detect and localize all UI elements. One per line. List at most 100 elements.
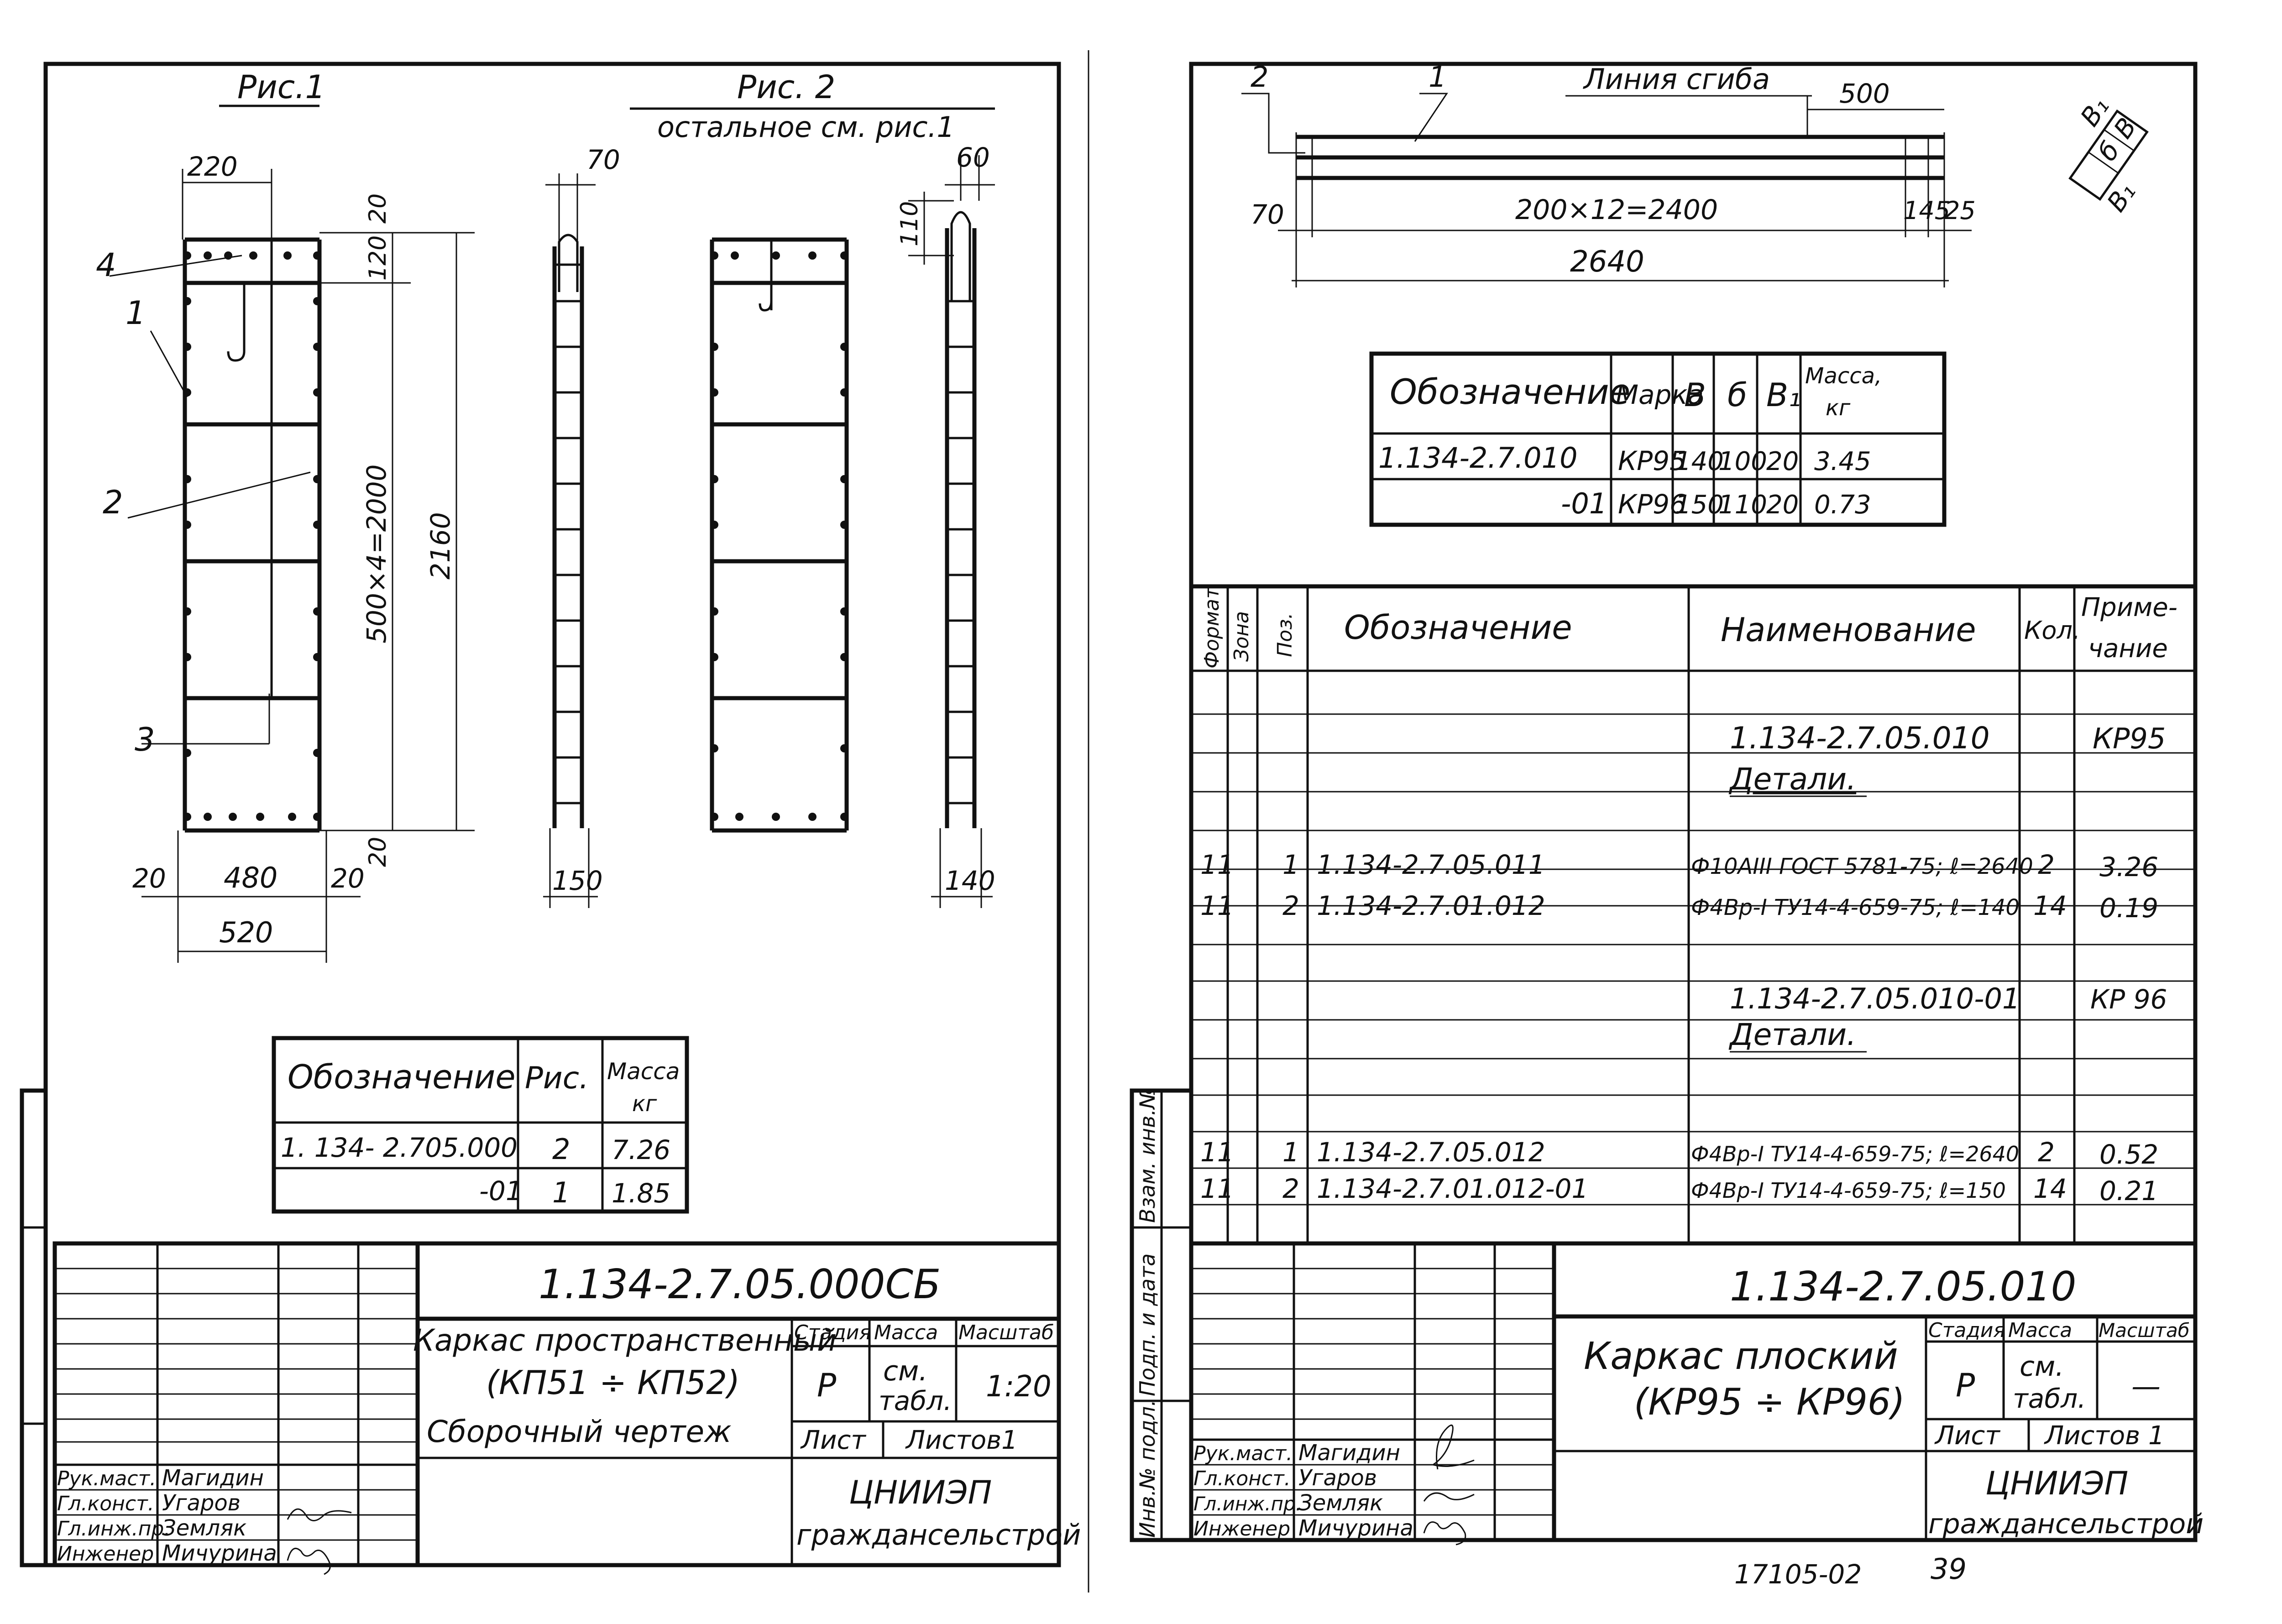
right-sheet-border: [1189, 62, 2198, 1542]
mass-table-row2-code: -01: [479, 1175, 523, 1206]
left-name-2: Угаров: [162, 1490, 241, 1516]
right-sheets-label: Листов 1: [2044, 1421, 2165, 1451]
spec-row8-note: 0.21: [2099, 1175, 2158, 1206]
bend-line-label: Линия сгиба: [1583, 63, 1770, 96]
footer-code: 17105-02: [1734, 1559, 1862, 1590]
mark-table-row2-B: 150: [1675, 490, 1724, 520]
spec-row7-pos: 1: [1282, 1137, 1299, 1168]
spec-row1-name: 1.134-2.7.05.010: [1730, 721, 1990, 756]
dim-20-right: 20: [331, 863, 365, 894]
left-name-4: Мичурина: [162, 1540, 277, 1566]
callout-2: 2: [103, 484, 123, 521]
mark-table-row1-mass: 3.45: [1814, 447, 1871, 476]
right-role-2: Гл.конст.: [1193, 1467, 1291, 1490]
fig2-note: остальное см. рис.1: [657, 110, 955, 144]
left-name-line3: Сборочный чертеж: [427, 1414, 732, 1449]
right-title-block: 1.134-2.7.05.010 Каркас плоский (КР95 ÷ …: [1191, 1241, 2203, 1546]
fig2-cage-drawing: [710, 237, 849, 833]
left-signature-2: [287, 1547, 331, 1575]
callout-3: 3: [135, 721, 155, 758]
right-role-1: Рук.маст.: [1193, 1442, 1293, 1465]
spec-row8-name: Ф4Вр-I ТУ14-4-659-75; ℓ=150: [1691, 1178, 2006, 1203]
fig2-title: Рис. 2: [737, 68, 835, 106]
right-stage-label: Стадия: [1928, 1319, 2005, 1342]
spec-header-designation: Обозначение: [1344, 608, 1572, 647]
dim-110: 110: [896, 201, 923, 246]
spec-row8-designation: 1.134-2.7.01.012-01: [1317, 1173, 1588, 1204]
dim-150: 150: [552, 865, 603, 896]
bar-dim-25: 25: [1944, 196, 1976, 225]
spec-row3-designation: 1.134-2.7.05.011: [1317, 849, 1545, 880]
bar-callout-2: 2: [1251, 60, 1268, 94]
right-signature-1: [1431, 1424, 1475, 1470]
spec-row3-note: 3.26: [2099, 851, 2158, 882]
mark-table-row2-mark: КР96: [1618, 489, 1686, 520]
right-name-line1: Каркас плоский: [1584, 1335, 1898, 1378]
right-mass-label: Масса: [2008, 1319, 2072, 1342]
spec-row2-name: Детали.: [1728, 762, 1856, 797]
spec-row4-note: 0.19: [2099, 893, 2158, 924]
left-signature-1: [287, 1508, 352, 1521]
spec-row: 1.134-2.7.05.010-01 КР 96: [1730, 982, 2167, 1015]
left-stage-label: Стадия: [794, 1321, 871, 1344]
left-org-2: граждансельстрой: [796, 1518, 1081, 1551]
left-scale-value: 1:20: [986, 1370, 1052, 1404]
right-name-line2: (КР95 ÷ КР96): [1634, 1381, 1905, 1423]
spec-row8-pos: 2: [1282, 1173, 1299, 1204]
right-name-2: Угаров: [1298, 1465, 1377, 1491]
dim-70: 70: [586, 144, 620, 175]
spec-header-format: Формат: [1200, 586, 1224, 668]
left-role-4: Инженер: [57, 1542, 154, 1566]
page-number: 39: [1931, 1552, 1967, 1586]
spec-row3-format: 11: [1200, 849, 1234, 880]
dim-20-top: 20: [364, 193, 392, 224]
mark-table-row2-B1: 20: [1766, 490, 1799, 520]
left-role-2: Гл.конст.: [57, 1492, 154, 1515]
spec-row: 11 1 1.134-2.7.05.011 Ф10АIII ГОСТ 5781-…: [1200, 849, 2158, 882]
mass-table-header-fig: Рис.: [525, 1060, 589, 1096]
mark-table-header-kg: кг: [1826, 395, 1851, 421]
left-mass-value-2: табл.: [879, 1385, 952, 1416]
mass-table-row2-mass: 1.85: [612, 1178, 670, 1209]
right-mass-value-2: табл.: [2013, 1383, 2086, 1414]
left-mass-table: Обозначение Рис. Масса кг 1. 134- 2.705.…: [272, 1036, 689, 1214]
spec-row6-name: Детали.: [1728, 1017, 1856, 1052]
section-detail: В₁ б В В₁: [2068, 92, 2149, 217]
dim-520: 520: [219, 916, 273, 949]
spec-row3-qty: 2: [2038, 849, 2055, 880]
dim-480: 480: [224, 861, 277, 894]
spec-row3-name: Ф10АIII ГОСТ 5781-75; ℓ=2640: [1691, 854, 2033, 879]
callout-1: 1: [126, 294, 146, 332]
right-mass-value-1: см.: [2020, 1351, 2064, 1383]
left-scale-label: Масштаб: [958, 1321, 1054, 1344]
right-side-stamp: Инв.№ подл. Подп. и дата Взам. инв.№: [1130, 1087, 1193, 1542]
mass-table-row2-fig: 1: [552, 1176, 570, 1209]
fig1-cage-drawing: 4 1 2 3: [96, 237, 322, 833]
spec-row1-note: КР95: [2093, 722, 2166, 755]
left-sheet-label: Лист: [800, 1426, 866, 1455]
right-name-1: Магидин: [1298, 1440, 1400, 1466]
spec-header-zone: Зона: [1230, 611, 1253, 662]
mark-table-row1-mark: КР95: [1618, 445, 1686, 476]
spec-row7-name: Ф4Вр-I ТУ14-4-659-75; ℓ=2640: [1691, 1142, 2019, 1166]
section-label-b1-bottom: В₁: [2101, 178, 2141, 217]
left-name-line2: (КП51 ÷ КП52): [486, 1363, 740, 1402]
right-signature-2: [1423, 1492, 1475, 1502]
fig1-side-view: 70 150: [543, 144, 620, 908]
dim-220: 220: [187, 151, 238, 182]
left-doc-number: 1.134-2.7.05.000СБ: [539, 1261, 941, 1308]
right-org-2: граждансельстрой: [1928, 1508, 2203, 1540]
spec-row7-format: 11: [1200, 1137, 1234, 1168]
spec-header-name: Наименование: [1721, 611, 1976, 649]
fig1-title: Рис.1: [237, 68, 325, 106]
dim-500x4: 500×4=2000: [361, 465, 392, 643]
spec-row5-name: 1.134-2.7.05.010-01: [1730, 982, 2020, 1015]
bend-bar-drawing: 2 1 Линия сгиба 500 70 200×12=2400 145 2…: [1241, 60, 1976, 287]
side-stamp-replace-inv: Взам. инв.№: [1135, 1087, 1160, 1223]
side-stamp-inv-orig: Инв.№ подл.: [1135, 1399, 1160, 1538]
dim-120: 120: [364, 235, 392, 281]
right-role-3: Гл.инж.пр.: [1193, 1493, 1302, 1515]
right-name-3: Земляк: [1298, 1490, 1383, 1516]
mark-table-row1-b: 100: [1718, 447, 1767, 476]
